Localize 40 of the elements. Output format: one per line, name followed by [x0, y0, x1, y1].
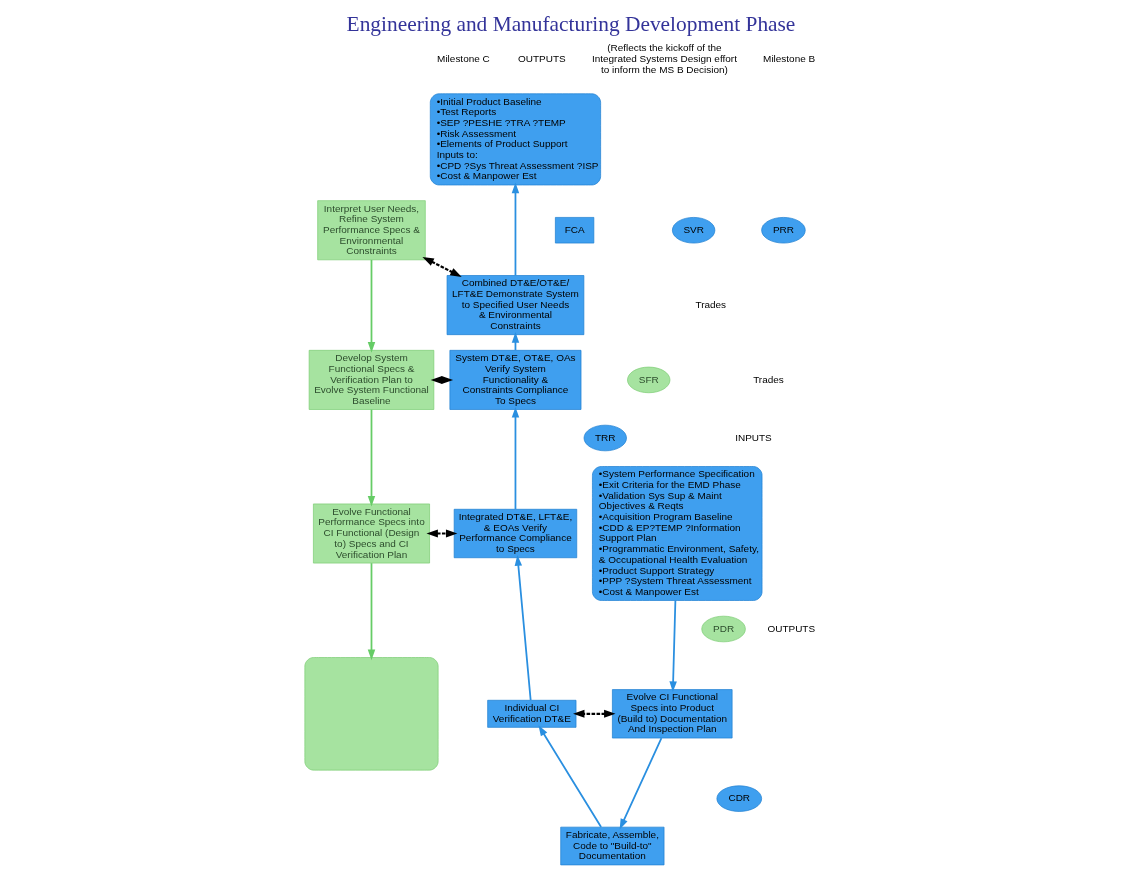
- node-ellipse: PDR: [700, 615, 746, 643]
- diagram-title: Engineering and Manufacturing Development Phase: [346, 12, 795, 37]
- arrow: [511, 182, 519, 277]
- arrow: [367, 259, 375, 353]
- node-ellipse: SVR: [671, 217, 715, 244]
- node-box: Integrated DT&E, LFT&E, & EOAs Verify Performance Compliance to Specs: [453, 508, 577, 559]
- node-box: Interpret User Needs, Refine System Performance Specs & Environmental Constraints: [316, 200, 426, 261]
- arrow: [421, 256, 462, 277]
- label: OUTPUTS: [517, 52, 566, 64]
- node-box: Fabricate, Assemble, Code to "Build-to" Documentation: [559, 826, 664, 866]
- node-ellipse: CDR: [716, 785, 762, 812]
- arrow: [425, 529, 457, 538]
- label: Milestone B: [762, 52, 815, 64]
- arrow: [572, 709, 615, 718]
- arrow: [619, 737, 662, 830]
- node-box: [304, 657, 438, 771]
- node-box: System DT&E, OT&E, OAs Verify System Functionality & Constraints Compliance To Specs: [449, 350, 581, 410]
- node-box: Individual CI Verification DT&E: [486, 699, 576, 728]
- arrow: [668, 599, 677, 693]
- arrow: [511, 406, 519, 511]
- arrow: [537, 725, 602, 828]
- label: (Reflects the kickoff of the Integrated Systems Design effort to inform the MS B Decision): [591, 42, 737, 75]
- node-box: FCA: [554, 217, 594, 244]
- label: Trades: [694, 298, 726, 310]
- node-ellipse: SFR: [626, 366, 670, 394]
- node-box: Evolve Functional Performance Specs into CI Functional (Design to) Specs and CI Verification Plan: [312, 503, 430, 564]
- node-box: Develop System Functional Specs & Verification Plan to Evolve System Functional Baseline: [308, 350, 434, 410]
- node-box: •System Performance Specification •Exit Criteria for the EMD Phase •Validation Sys Sup & Maint Objectives & Reqts •Acquisition Program Baseline •CDD & EP?TEMP ?Information Support Plan •Programmatic Environment, Safety, & Occupational Health Evaluation •Product Support Strategy •PPP ?System Threat Assessment •Cost & Manpower Est: [591, 466, 762, 601]
- node-ellipse: PRR: [760, 217, 806, 244]
- arrow: [514, 555, 532, 702]
- label: INPUTS: [734, 431, 772, 443]
- node-box: •Initial Product Baseline •Test Reports •SEP ?PESHE ?TRA ?TEMP •Risk Assessment •Elements of Product Support Inputs to: •CPD ?Sys Threat Assessment ?ISP •Cost & Manpower Est: [429, 93, 601, 186]
- label: Trades: [752, 373, 784, 385]
- label: Milestone C: [436, 52, 490, 64]
- arrow: [367, 562, 375, 661]
- label: OUTPUTS: [766, 622, 815, 634]
- node-ellipse: TRR: [583, 424, 627, 452]
- node-box: Combined DT&E/OT&E/ LFT&E Demonstrate System to Specified User Needs & Environmental Constraints: [446, 275, 584, 335]
- arrow: [367, 408, 375, 507]
- node-box: Evolve CI Functional Specs into Product (Build to) Documentation And Inspection Plan: [611, 689, 732, 739]
